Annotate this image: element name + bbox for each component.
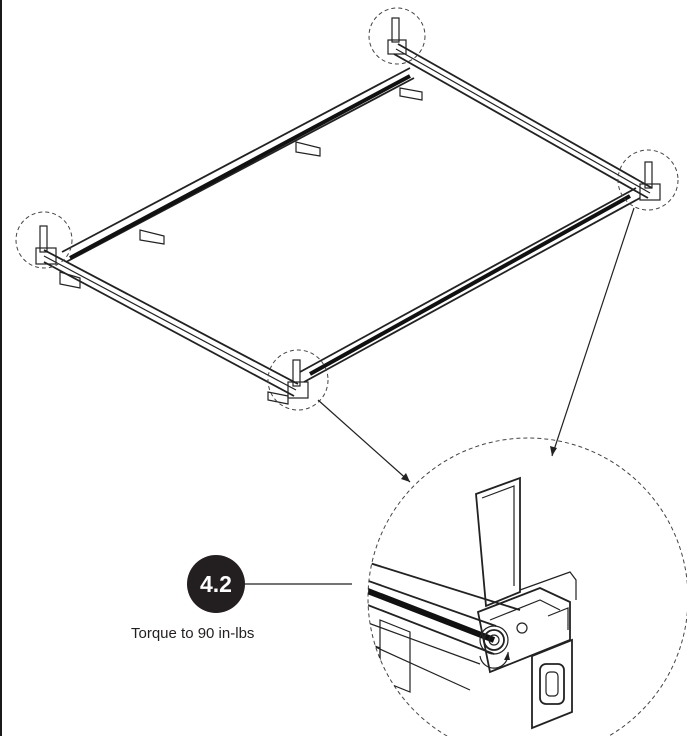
left-rail (43, 249, 299, 397)
rail-frame (35, 17, 661, 405)
page-edge-rule (0, 0, 2, 736)
corner-highlights (15, 7, 679, 411)
detail-callout (367, 437, 687, 736)
corner-bracket-bottom (287, 359, 309, 399)
corner-bracket-top (387, 17, 407, 55)
corner-bracket-left (35, 225, 57, 265)
front-rail (299, 187, 641, 383)
step-number: 4.2 (200, 570, 232, 597)
mounting-feet (59, 87, 423, 405)
detail-leaders (317, 207, 635, 483)
step-number-badge: 4.2 (187, 555, 245, 613)
back-rail (61, 67, 415, 263)
step-caption: Torque to 90 in-lbs (131, 625, 255, 642)
corner-bracket-right (639, 161, 661, 201)
right-rail (393, 43, 653, 199)
